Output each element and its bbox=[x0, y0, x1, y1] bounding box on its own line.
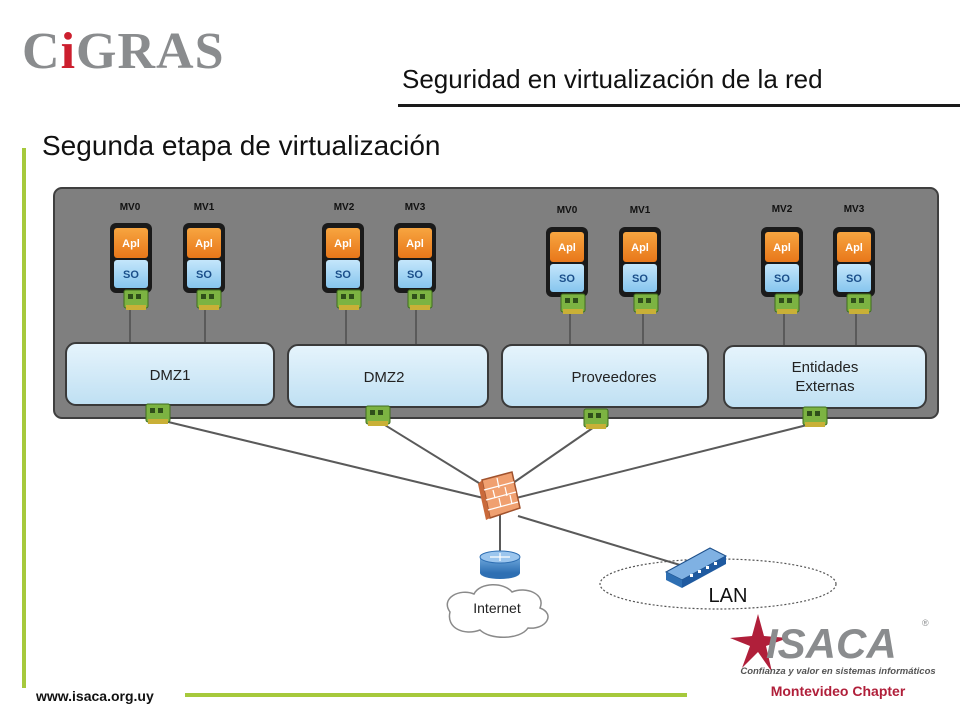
vm-label: MV2 bbox=[772, 204, 793, 215]
nic-icon bbox=[846, 293, 872, 315]
nic-icon bbox=[123, 289, 149, 311]
nic-icon bbox=[407, 289, 433, 311]
svg-text:Apl: Apl bbox=[845, 242, 863, 254]
slide-title: Seguridad en virtualización de la red bbox=[402, 64, 823, 94]
so-layer bbox=[623, 264, 657, 292]
zone-nic-icon bbox=[583, 408, 609, 430]
svg-text:SO: SO bbox=[123, 269, 139, 281]
left-accent-bar bbox=[22, 148, 26, 688]
so-layer bbox=[765, 264, 799, 292]
apl-layer bbox=[550, 232, 584, 262]
zone-proveedores: Proveedores bbox=[501, 344, 709, 408]
vm-label: MV3 bbox=[405, 202, 426, 213]
vm-label: MV0 bbox=[120, 202, 141, 213]
vm-stack: MV3 Apl SO bbox=[394, 202, 436, 311]
apl-layer bbox=[187, 228, 221, 258]
network-cables bbox=[129, 305, 857, 569]
firewall-icon bbox=[478, 471, 521, 520]
svg-text:SO: SO bbox=[846, 273, 862, 285]
isaca-wordmark: ISACA bbox=[766, 620, 897, 667]
svg-text:SO: SO bbox=[407, 269, 423, 281]
title-underline bbox=[398, 104, 960, 107]
apl-layer bbox=[837, 232, 871, 262]
svg-text:Apl: Apl bbox=[631, 242, 649, 254]
vm-label: MV3 bbox=[844, 204, 865, 215]
nic-icon bbox=[633, 293, 659, 315]
nic-icon bbox=[196, 289, 222, 311]
vm-stack: MV2 Apl SO bbox=[322, 202, 364, 311]
zone-label-proveedores: Proveedores bbox=[571, 369, 656, 386]
svg-text:Apl: Apl bbox=[406, 238, 424, 250]
cigras-logo: CiGRAS bbox=[22, 23, 225, 80]
so-layer bbox=[187, 260, 221, 288]
so-layer bbox=[326, 260, 360, 288]
so-layer bbox=[550, 264, 584, 292]
vm-stack: MV0 Apl SO bbox=[110, 202, 152, 311]
svg-text:SO: SO bbox=[774, 273, 790, 285]
website-link[interactable]: www.isaca.org.uy bbox=[36, 688, 154, 704]
svg-text:Apl: Apl bbox=[773, 242, 791, 254]
svg-text:Apl: Apl bbox=[195, 238, 213, 250]
isaca-star-icon bbox=[730, 614, 788, 672]
vm-stack: MV0 Apl SO bbox=[546, 205, 588, 315]
svg-text:SO: SO bbox=[632, 273, 648, 285]
zone-dmz2: DMZ2 bbox=[287, 344, 489, 408]
svg-text:Apl: Apl bbox=[558, 242, 576, 254]
apl-layer bbox=[623, 232, 657, 262]
vm-stack: MV1 Apl SO bbox=[619, 205, 661, 315]
zone-dmz1: DMZ1 bbox=[65, 342, 275, 406]
footer-rule bbox=[185, 693, 687, 697]
internet-cloud: Internet bbox=[446, 584, 549, 638]
vm-stack: MV1 Apl SO bbox=[183, 202, 225, 311]
vm-label: MV1 bbox=[630, 205, 651, 216]
vm-label: MV1 bbox=[194, 202, 215, 213]
zone-label-dmz2: DMZ2 bbox=[364, 369, 405, 386]
apl-layer bbox=[326, 228, 360, 258]
switch-icon bbox=[664, 547, 728, 588]
isaca-chapter: Montevideo Chapter bbox=[771, 683, 906, 699]
router-icon bbox=[479, 550, 521, 579]
zone-nic-icon bbox=[802, 406, 828, 428]
svg-text:Apl: Apl bbox=[122, 238, 140, 250]
svg-text:SO: SO bbox=[335, 269, 351, 281]
nic-icon bbox=[774, 293, 800, 315]
isaca-tagline: Confianza y valor en sistemas informátic… bbox=[740, 666, 935, 677]
svg-text:SO: SO bbox=[196, 269, 212, 281]
zone-label-entidades-line1: Entidades bbox=[792, 359, 859, 376]
so-layer bbox=[398, 260, 432, 288]
isaca-logo: ISACA ® Confianza y valor en sistemas in… bbox=[730, 614, 936, 699]
zone-entidades-externas: Entidades Externas bbox=[723, 345, 927, 409]
zone-nic-icon bbox=[365, 405, 391, 427]
apl-layer bbox=[114, 228, 148, 258]
svg-text:®: ® bbox=[922, 618, 929, 628]
internet-label: Internet bbox=[473, 600, 521, 616]
apl-layer bbox=[398, 228, 432, 258]
vm-label: MV2 bbox=[334, 202, 355, 213]
zone-label-entidades-line2: Externas bbox=[795, 378, 854, 395]
nic-icon bbox=[560, 293, 586, 315]
zone-nic-icon bbox=[145, 403, 171, 425]
zone-label-dmz1: DMZ1 bbox=[150, 367, 191, 384]
vm-stack: MV3 Apl SO bbox=[833, 204, 875, 315]
so-layer bbox=[114, 260, 148, 288]
so-layer bbox=[837, 264, 871, 292]
svg-text:SO: SO bbox=[559, 273, 575, 285]
nic-icon bbox=[336, 289, 362, 311]
vm-label: MV0 bbox=[557, 205, 578, 216]
lan-label: LAN bbox=[709, 585, 748, 607]
svg-text:Apl: Apl bbox=[334, 238, 352, 250]
apl-layer bbox=[765, 232, 799, 262]
slide-subtitle: Segunda etapa de virtualización bbox=[42, 130, 441, 161]
vm-stack: MV2 Apl SO bbox=[761, 204, 803, 315]
